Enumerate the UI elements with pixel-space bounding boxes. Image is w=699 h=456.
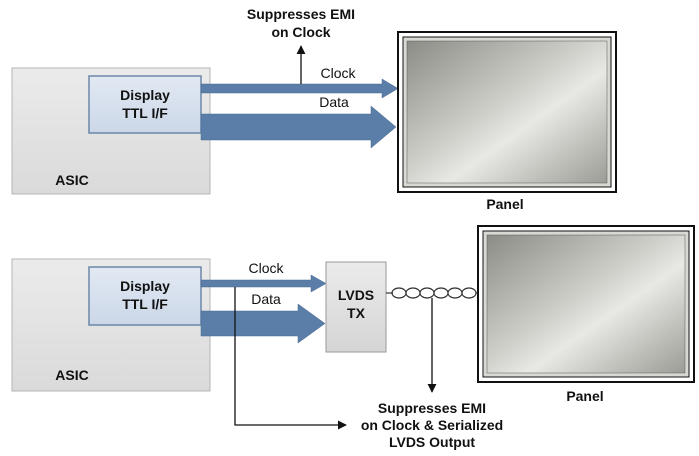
top-interface-label-2: TTL I/F	[122, 105, 168, 121]
top-diagram: Display TTL I/F ASIC Clock Data Suppress…	[11, 6, 617, 212]
bottom-emi-arrow-clock	[234, 287, 347, 430]
bottom-twisted-pair-cable	[386, 287, 478, 299]
bottom-interface-label-1: Display	[120, 278, 170, 294]
bottom-tx-label-2: TX	[347, 305, 366, 321]
bottom-clock-arrow	[200, 274, 327, 293]
bottom-tx-label-1: LVDS	[338, 287, 374, 303]
bottom-data-label: Data	[251, 291, 281, 307]
top-panel-screen	[406, 40, 608, 184]
top-panel-label: Panel	[486, 196, 523, 212]
bottom-panel-screen	[486, 234, 686, 374]
top-emi-note-2: on Clock	[271, 24, 330, 40]
top-display-interface	[88, 75, 202, 134]
top-clock-arrow	[200, 78, 399, 99]
top-emi-note-1: Suppresses EMI	[247, 6, 355, 22]
bottom-emi-note-1: Suppresses EMI	[378, 400, 486, 416]
bottom-data-arrow	[200, 303, 326, 344]
top-data-label: Data	[319, 94, 349, 110]
bottom-clock-label: Clock	[248, 260, 284, 276]
top-interface-label-1: Display	[120, 87, 170, 103]
top-asic-label: ASIC	[55, 172, 88, 188]
bottom-display-interface	[88, 266, 202, 326]
bottom-diagram: Display TTL I/F ASIC Clock Data LVDS TX …	[11, 225, 695, 450]
bottom-lvds-tx-block	[325, 261, 387, 353]
top-clock-label: Clock	[320, 65, 356, 81]
bottom-panel-label: Panel	[566, 388, 603, 404]
bottom-emi-note-2: on Clock & Serialized	[361, 417, 503, 433]
top-data-arrow	[200, 105, 397, 149]
bottom-asic-label: ASIC	[55, 367, 88, 383]
bottom-interface-label-2: TTL I/F	[122, 296, 168, 312]
bottom-emi-note-3: LVDS Output	[389, 434, 475, 450]
